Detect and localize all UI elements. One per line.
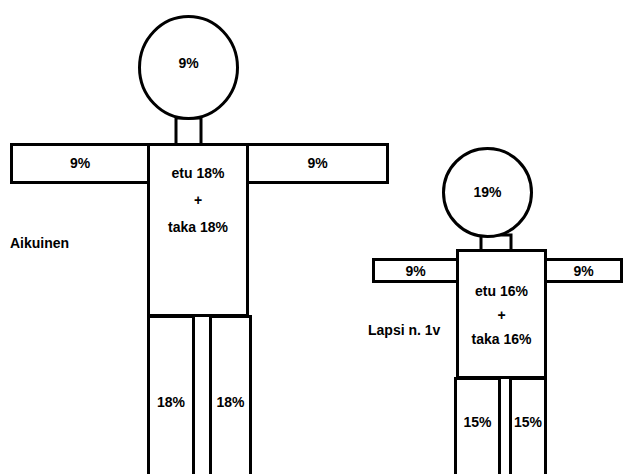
torso-box: etu 18% + taka 18% (147, 143, 249, 317)
leg-box: 18% (209, 315, 252, 474)
percent-text: etu 16% (475, 283, 528, 299)
arm-box: 9% (10, 143, 150, 184)
adult-neck (176, 118, 201, 145)
leg-box: 15% (454, 377, 501, 474)
percent-text: + (194, 192, 202, 208)
torso-box: etu 16% + taka 16% (456, 249, 547, 379)
percent-text: 9% (307, 155, 327, 171)
percent-text: 9% (573, 263, 593, 279)
arm-box: 9% (544, 258, 623, 283)
percent-text: taka 18% (168, 219, 228, 235)
figure-label: Lapsi n. 1v (368, 322, 440, 338)
percent-text: 18% (157, 394, 185, 410)
percent-text: taka 16% (472, 331, 532, 347)
percent-text: 9% (70, 155, 90, 171)
percent-text: 15% (514, 414, 542, 430)
head-circle: 19% (442, 147, 533, 238)
figure-label: Aikuinen (10, 235, 69, 251)
percent-text: 19% (473, 184, 501, 200)
percent-text: etu 18% (172, 165, 225, 181)
percent-text: 9% (178, 55, 198, 71)
leg-box: 18% (147, 315, 195, 474)
percent-text: 15% (463, 414, 491, 430)
percent-text: 9% (405, 263, 425, 279)
percent-text: + (497, 307, 505, 323)
head-circle: 9% (138, 15, 239, 120)
leg-box: 15% (509, 377, 547, 474)
percent-text: 18% (216, 394, 244, 410)
arm-box: 9% (246, 143, 389, 184)
arm-box: 9% (372, 258, 459, 283)
